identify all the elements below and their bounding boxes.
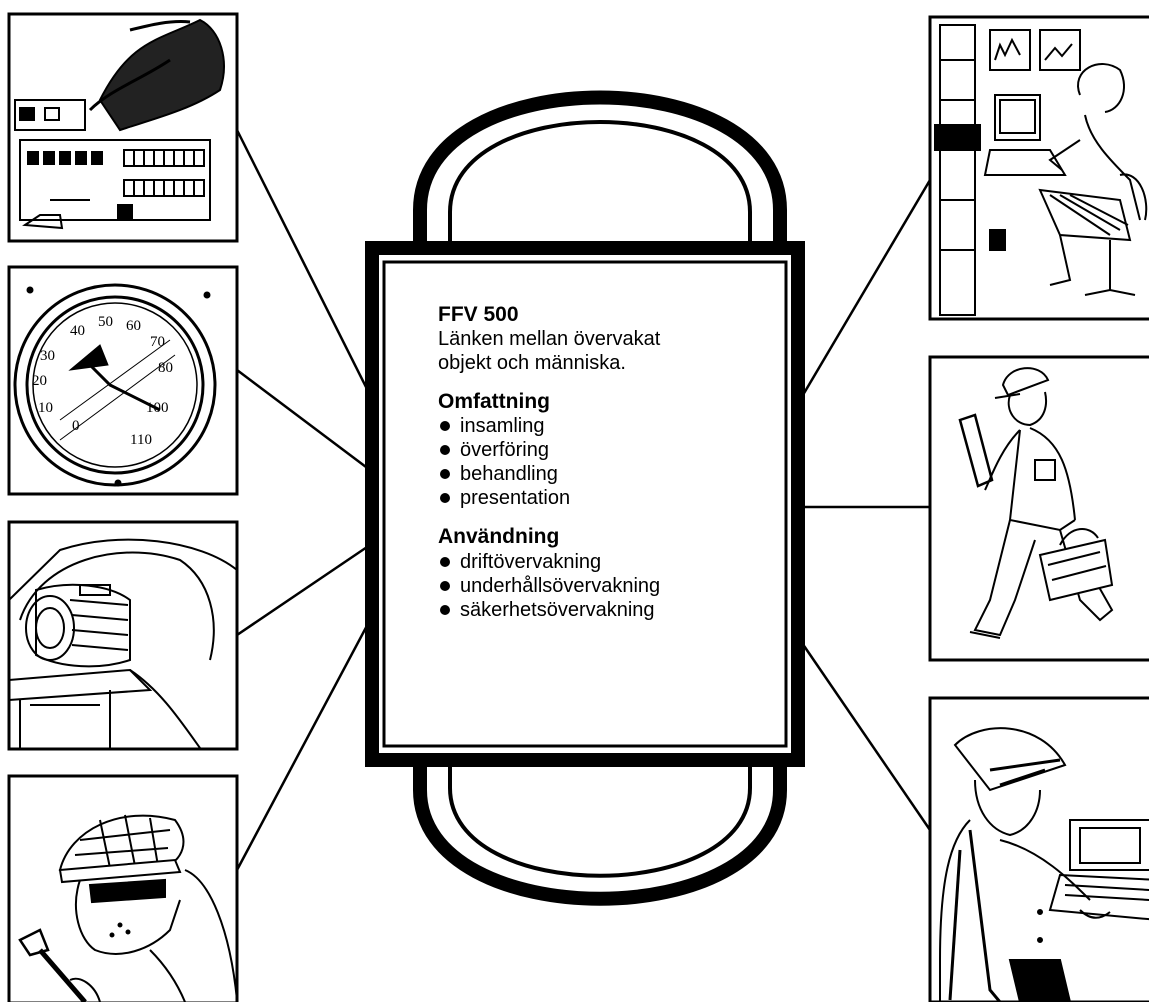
central-rect-inner bbox=[382, 260, 788, 748]
svg-text:40: 40 bbox=[70, 323, 85, 339]
svg-text:50: 50 bbox=[98, 314, 113, 330]
list-item: underhållsövervakning bbox=[438, 574, 758, 598]
bullet-icon bbox=[440, 604, 450, 615]
pressure-gauge-icon: 40 50 60 70 80 100 110 30 20 10 0 bbox=[13, 283, 217, 487]
connector-lines bbox=[235, 129, 932, 871]
list-item: presentation bbox=[438, 486, 758, 510]
panel-maintenance-technician bbox=[928, 355, 1149, 662]
bottom-arch-inner bbox=[448, 755, 752, 878]
top-arch-inner bbox=[448, 120, 752, 250]
top-arch-outer bbox=[413, 90, 787, 250]
bullet-icon bbox=[440, 556, 450, 567]
list-item: insamling bbox=[438, 414, 758, 438]
system-title: FFV 500 bbox=[438, 303, 519, 326]
svg-text:60: 60 bbox=[126, 318, 141, 334]
list-item: behandling bbox=[438, 462, 758, 486]
svg-text:100: 100 bbox=[146, 400, 169, 416]
connector-right-3 bbox=[798, 639, 932, 831]
system-subtitle: Länken mellan övervakat objekt och männi… bbox=[438, 327, 758, 375]
bottom-arch-outer bbox=[413, 755, 787, 906]
list-item: överföring bbox=[438, 438, 758, 462]
central-link-frame bbox=[365, 90, 805, 906]
panel-burglar bbox=[7, 774, 239, 1002]
burning-building-icon bbox=[14, 18, 225, 230]
central-text-block: FFV 500 Länken mellan övervakat objekt o… bbox=[438, 302, 758, 636]
subtitle-line-1: Länken mellan övervakat bbox=[438, 328, 661, 351]
scope-list: insamling överföring behandling presenta… bbox=[438, 414, 758, 510]
panel-security-guard bbox=[928, 696, 1149, 1002]
bullet-icon bbox=[440, 493, 450, 504]
burglar-icon bbox=[18, 814, 238, 1002]
bullet-icon bbox=[440, 580, 450, 591]
svg-text:30: 30 bbox=[40, 348, 55, 364]
section-heading-scope: Omfattning bbox=[438, 390, 550, 414]
bullet-icon bbox=[440, 421, 450, 432]
security-guard-icon bbox=[939, 727, 1149, 1002]
bullet-icon bbox=[440, 469, 450, 480]
panel-operator-terminal bbox=[928, 15, 1149, 321]
panel-burning-building bbox=[7, 12, 239, 243]
svg-text:20: 20 bbox=[32, 373, 47, 389]
connector-left-2 bbox=[236, 369, 371, 471]
central-rect-outer bbox=[365, 241, 805, 767]
svg-text:10: 10 bbox=[38, 400, 53, 416]
bullet-icon bbox=[440, 445, 450, 456]
electric-motor-icon bbox=[8, 538, 238, 749]
maintenance-technician-icon bbox=[958, 367, 1114, 639]
svg-text:70: 70 bbox=[150, 334, 165, 350]
usage-list: driftövervakning underhållsövervakning s… bbox=[438, 550, 758, 622]
svg-text:110: 110 bbox=[130, 432, 152, 448]
section-heading-usage: Användning bbox=[438, 525, 560, 549]
connector-right-1 bbox=[798, 179, 932, 401]
panel-electric-motor bbox=[7, 520, 239, 751]
panel-pressure-gauge: 40 50 60 70 80 100 110 30 20 10 0 bbox=[7, 265, 239, 496]
svg-text:0: 0 bbox=[72, 418, 80, 434]
subtitle-line-2: objekt och människa. bbox=[438, 352, 626, 375]
operator-terminal-icon bbox=[934, 24, 1148, 316]
list-item: driftövervakning bbox=[438, 550, 758, 574]
connector-left-1 bbox=[235, 129, 372, 396]
connector-left-4 bbox=[235, 619, 372, 871]
svg-text:80: 80 bbox=[158, 360, 173, 376]
list-item: säkerhetsövervakning bbox=[438, 598, 758, 622]
connector-left-3 bbox=[236, 543, 371, 637]
